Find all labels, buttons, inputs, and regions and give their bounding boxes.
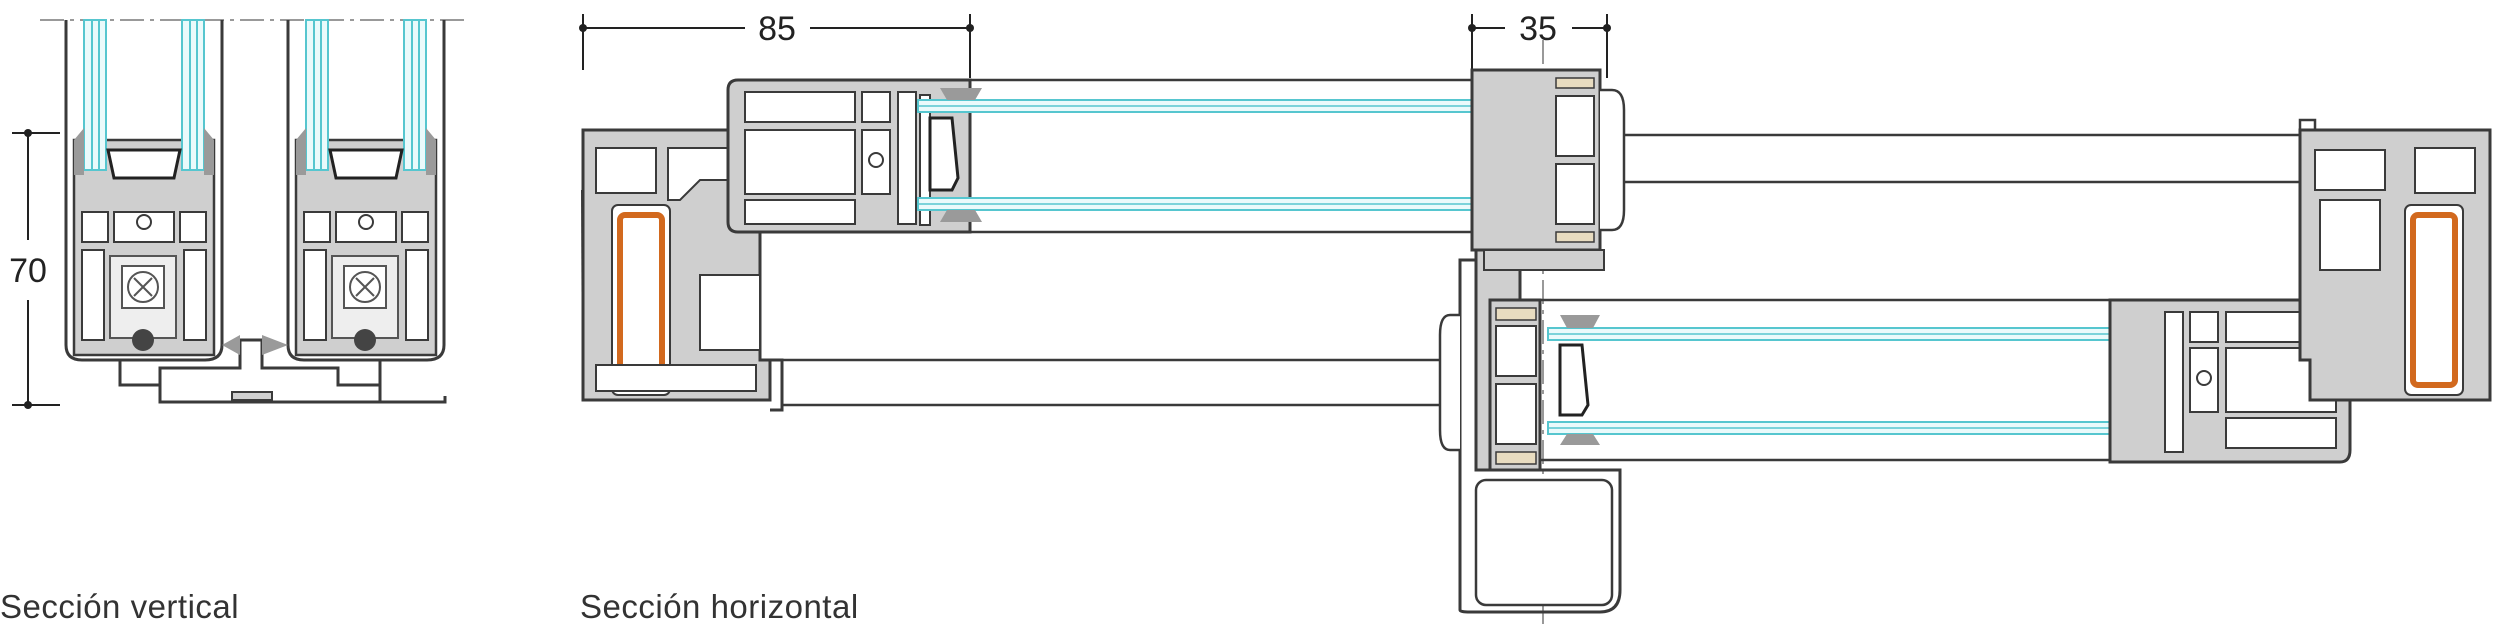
vertical-section: 70 xyxy=(9,19,470,409)
left-meeting-stile xyxy=(1470,68,1626,252)
caption-horizontal-section: Sección horizontal xyxy=(580,588,859,625)
caption-vertical-section: Sección vertical xyxy=(0,588,240,625)
left-glass-unit xyxy=(917,78,1539,234)
dimension-85: 85 xyxy=(579,10,974,78)
interlock-rails xyxy=(782,133,2300,407)
dimension-label-85: 85 xyxy=(758,10,796,48)
vertical-bottom-rail xyxy=(118,335,447,404)
left-outer-sash xyxy=(726,78,972,234)
dimension-label-35: 35 xyxy=(1519,10,1557,48)
horizontal-section: 85 35 xyxy=(579,10,2492,628)
vertical-left-sash xyxy=(64,19,224,362)
dimension-label-70: 70 xyxy=(9,252,47,290)
dimension-35: 35 xyxy=(1468,10,1611,78)
right-inner-sash xyxy=(1488,298,2169,472)
dimension-70: 70 xyxy=(9,129,60,409)
vertical-right-sash xyxy=(286,19,446,362)
right-frame-jamb xyxy=(2298,118,2492,402)
left-frame-jamb xyxy=(581,128,784,412)
